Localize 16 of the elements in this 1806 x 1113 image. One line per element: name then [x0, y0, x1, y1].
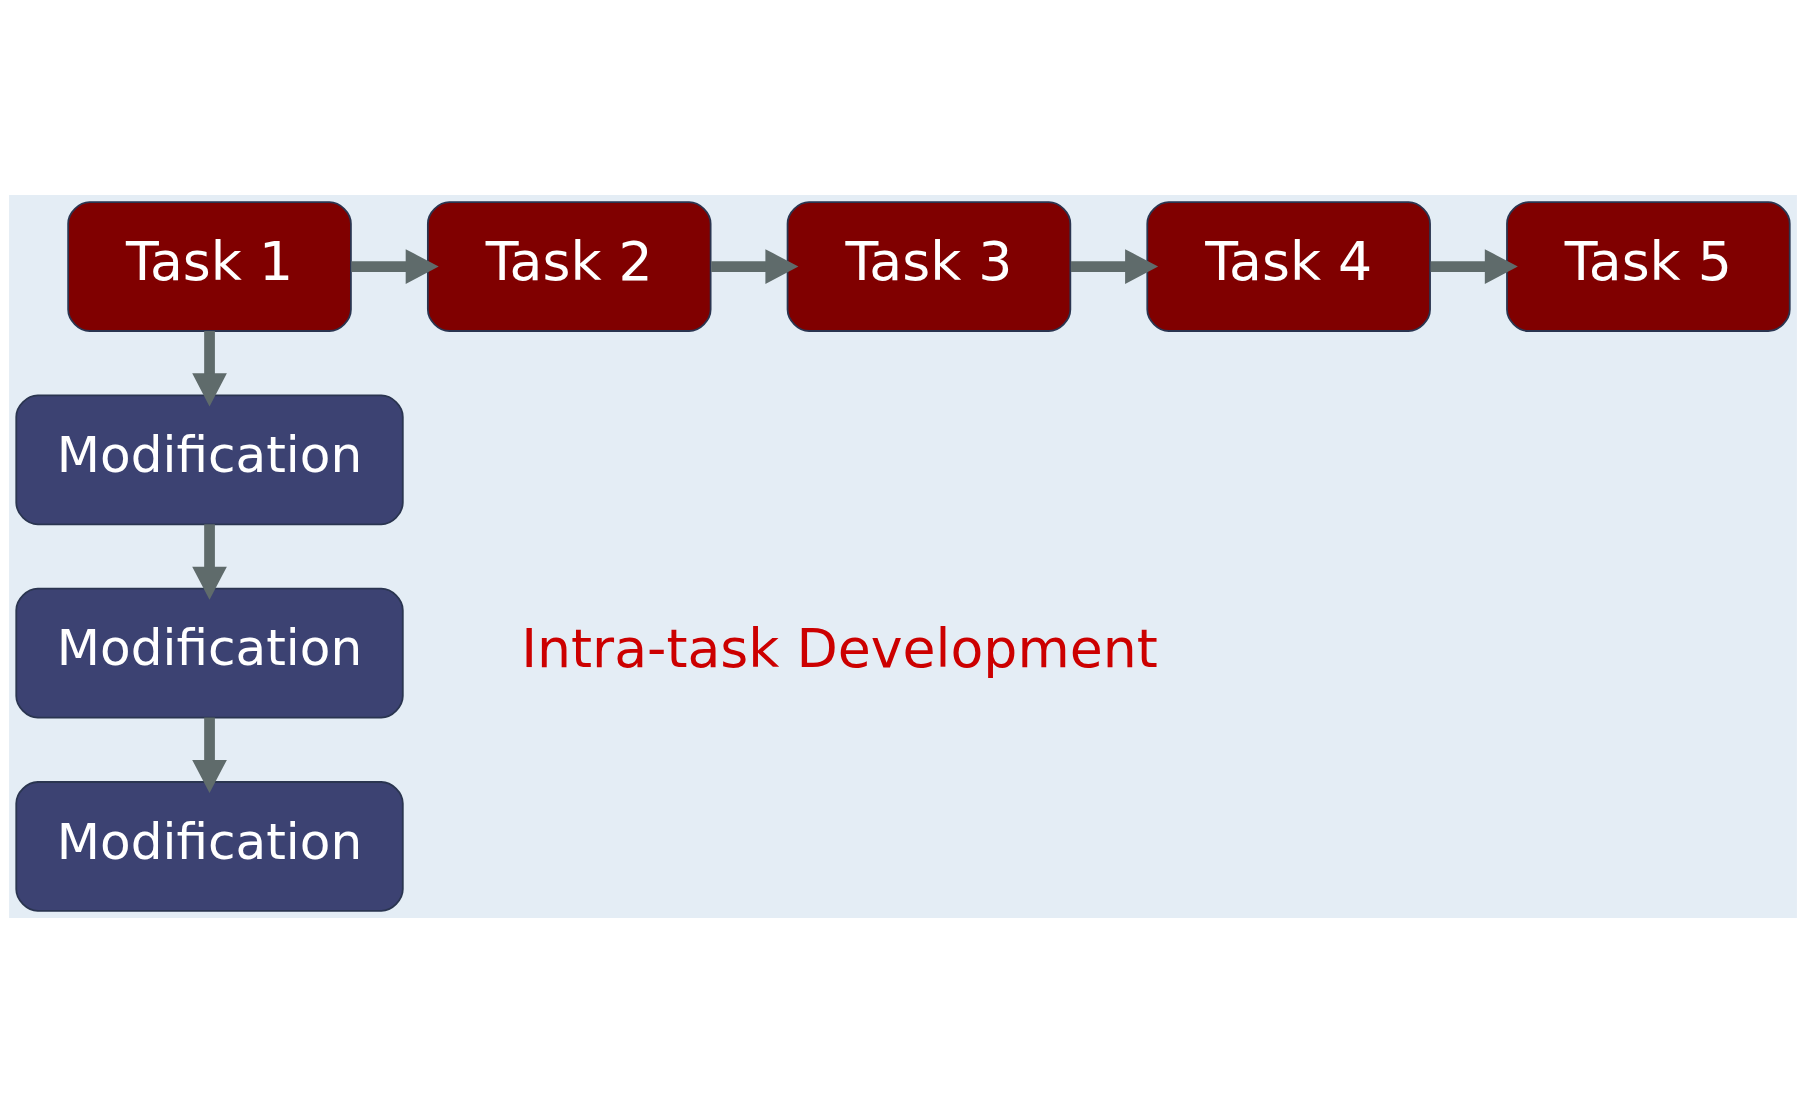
arrow	[1430, 249, 1518, 284]
node-box: Modification	[15, 394, 404, 526]
arrow	[192, 717, 227, 793]
arrow	[1070, 249, 1159, 284]
node-box: Modification	[15, 781, 404, 912]
node-box: Task 5	[1506, 201, 1791, 332]
node-box: Task 2	[426, 201, 712, 332]
label: Intra-task Development	[521, 616, 1158, 680]
node-box: Task 4	[1146, 201, 1431, 332]
arrow	[192, 524, 227, 600]
node-box: Task 1	[67, 201, 352, 332]
arrow	[351, 249, 439, 284]
node-box: Modification	[15, 587, 404, 719]
arrow	[711, 249, 799, 284]
arrow	[192, 331, 227, 407]
node-box: Task 3	[786, 201, 1072, 332]
